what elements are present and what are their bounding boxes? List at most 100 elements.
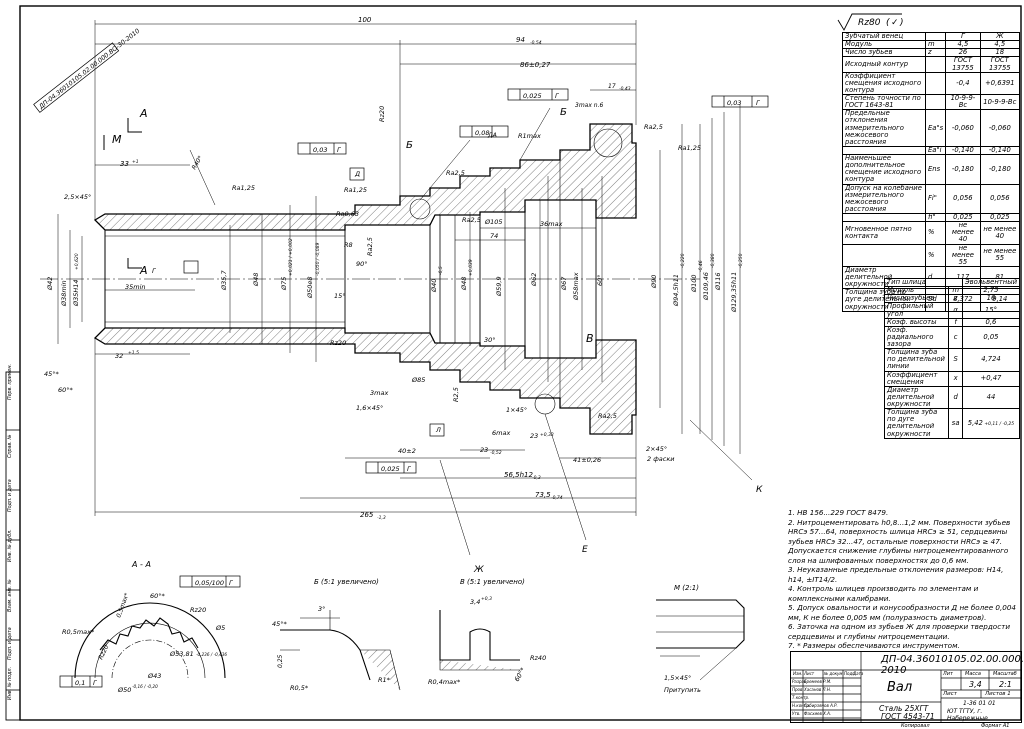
svg-text:2×45°: 2×45° bbox=[646, 445, 667, 453]
svg-text:R0,4max*: R0,4max* bbox=[428, 678, 461, 686]
svg-text:-0,236 / -0,436: -0,236 / -0,436 bbox=[196, 652, 227, 657]
svg-text:Ra0,63: Ra0,63 bbox=[336, 210, 359, 218]
svg-text:Ø35H14: Ø35H14 bbox=[72, 279, 80, 307]
svg-text:73,5: 73,5 bbox=[535, 491, 551, 499]
svg-text:R0,5max*: R0,5max* bbox=[62, 628, 95, 636]
svg-text:-0,250: -0,250 bbox=[738, 253, 744, 268]
svg-text:К: К bbox=[756, 485, 763, 495]
svg-text:Г: Г bbox=[756, 99, 761, 107]
table-cell: Fi" bbox=[924, 183, 947, 214]
left-stamp-strip bbox=[5, 371, 21, 721]
svg-text:Г: Г bbox=[407, 465, 412, 473]
svg-text:17: 17 bbox=[608, 83, 616, 90]
table-cell: +0,6391 bbox=[979, 71, 1021, 96]
table-cell: 16 bbox=[961, 294, 1021, 304]
svg-text:Ø48: Ø48 bbox=[460, 277, 468, 291]
svg-text:-1,3: -1,3 bbox=[377, 515, 386, 521]
svg-text:0,025: 0,025 bbox=[381, 465, 400, 473]
doc-code: ДП-04.36010105.02.00.000.ВО-30-2010 bbox=[881, 654, 1024, 676]
svg-text:Л: Л bbox=[435, 426, 441, 434]
svg-text:+0,039: +0,039 bbox=[468, 259, 474, 276]
table-cell: Диаметр делительной окружности bbox=[883, 385, 950, 410]
svg-text:Ø5: Ø5 bbox=[215, 624, 225, 632]
table-cell: -0,140 bbox=[945, 145, 981, 156]
svg-text:74: 74 bbox=[490, 232, 498, 240]
svg-text:М: М bbox=[112, 133, 122, 146]
svg-text:Ra2,5: Ra2,5 bbox=[462, 216, 481, 224]
table-cell bbox=[924, 56, 947, 73]
view-v bbox=[439, 610, 520, 671]
svg-text:Ø50: Ø50 bbox=[117, 686, 131, 694]
material-2: ГОСТ 4543-71 bbox=[881, 712, 935, 721]
svg-text:Ø62: Ø62 bbox=[530, 273, 538, 287]
svg-text:6max: 6max bbox=[492, 429, 510, 437]
table-cell: Ea"i bbox=[924, 145, 947, 156]
material-1: Сталь 25ХГТ bbox=[879, 704, 929, 713]
svg-text:60°*: 60°* bbox=[58, 386, 74, 394]
table-cell: Коэффициент смещения исходного контура bbox=[842, 71, 926, 96]
svg-text:Ø42: Ø42 bbox=[46, 277, 54, 291]
table-cell: Предельные отклонения измерительного меж… bbox=[842, 109, 926, 147]
table-cell: fi" bbox=[924, 212, 947, 223]
svg-text:-0,16 / -0,20: -0,16 / -0,20 bbox=[132, 684, 158, 689]
svg-text:R0,5*: R0,5* bbox=[290, 684, 309, 692]
svg-text:Rz20: Rz20 bbox=[97, 644, 110, 661]
table-row: Предельные отклонения измерительного меж… bbox=[842, 109, 1021, 147]
svg-text:R40*: R40* bbox=[191, 155, 204, 171]
svg-text:А: А bbox=[139, 264, 148, 277]
svg-text:-0,5: -0,5 bbox=[438, 266, 444, 275]
svg-text:Г: Г bbox=[229, 579, 234, 587]
svg-text:Ra1,25: Ra1,25 bbox=[678, 144, 701, 152]
svg-text:Ø129,35h11: Ø129,35h11 bbox=[730, 272, 738, 313]
svg-text:Притупить: Притупить bbox=[664, 686, 701, 694]
svg-text:15°: 15° bbox=[334, 292, 346, 300]
table-cell: 0,05 bbox=[961, 325, 1021, 350]
svg-text:R2,5: R2,5 bbox=[452, 387, 460, 402]
svg-text:3max n.6: 3max n.6 bbox=[575, 102, 604, 109]
svg-text:0,08: 0,08 bbox=[475, 129, 489, 137]
table-cell: 10-9-9-Bc bbox=[945, 93, 981, 111]
svg-text:3°: 3° bbox=[318, 605, 325, 613]
table-cell: 0,056 bbox=[945, 183, 981, 214]
table-row: Толщина зуба по дуге делительной окружно… bbox=[883, 408, 1021, 439]
section-marks bbox=[103, 118, 142, 269]
svg-text:Б (5:1 увеличено): Б (5:1 увеличено) bbox=[314, 578, 379, 586]
side-label: Подп. и дата bbox=[8, 627, 13, 660]
table-cell: Наименьшее дополнительное смещение исход… bbox=[842, 154, 926, 185]
svg-text:0,03: 0,03 bbox=[313, 146, 327, 154]
svg-text:Rz80: Rz80 bbox=[858, 18, 881, 28]
note-item: 3. Неуказанные предельные отклонения раз… bbox=[788, 565, 1004, 584]
svg-text:2,5×45°: 2,5×45° bbox=[64, 193, 91, 201]
table-cell: α bbox=[948, 302, 963, 319]
svg-text:3,4: 3,4 bbox=[470, 598, 480, 606]
svg-text:Ø53,81: Ø53,81 bbox=[169, 650, 194, 658]
svg-text:Ø40: Ø40 bbox=[430, 279, 438, 293]
roughness-sign: Rz80 ( ✓ ) bbox=[837, 13, 904, 31]
table-cell bbox=[924, 93, 947, 111]
svg-text:1,6×45°: 1,6×45° bbox=[356, 404, 383, 412]
svg-text:86±0,27: 86±0,27 bbox=[520, 61, 551, 69]
svg-text:45°*: 45°* bbox=[272, 620, 288, 628]
svg-text:32: 32 bbox=[115, 352, 123, 360]
doc-code-rotated: ДП-04.36010105.02.00.000.ВО-30-2010 bbox=[37, 28, 141, 112]
svg-text:Ra1,25: Ra1,25 bbox=[344, 186, 367, 194]
svg-text:В (5:1 увеличено): В (5:1 увеличено) bbox=[460, 578, 525, 586]
svg-text:(: ( bbox=[886, 18, 890, 28]
tolerance-suffix: +0,11 / -0,25 bbox=[982, 421, 1015, 427]
table-cell: Толщина зуба по дуге делительной окружно… bbox=[883, 408, 950, 439]
svg-text:Ø50e8: Ø50e8 bbox=[306, 276, 314, 299]
svg-text:Ø75: Ø75 bbox=[280, 277, 288, 291]
svg-text:-0,74: -0,74 bbox=[551, 495, 563, 501]
svg-text:40±2: 40±2 bbox=[398, 447, 416, 455]
table-row: Наименьшее дополнительное смещение исход… bbox=[842, 154, 1021, 185]
note-item: 2. Нитроцементировать h0,8...1,2 мм. Пов… bbox=[788, 517, 1011, 565]
svg-text:-0,220: -0,220 bbox=[680, 253, 686, 268]
mass-value: 3,4 bbox=[969, 680, 982, 689]
svg-text:Б: Б bbox=[560, 107, 567, 118]
